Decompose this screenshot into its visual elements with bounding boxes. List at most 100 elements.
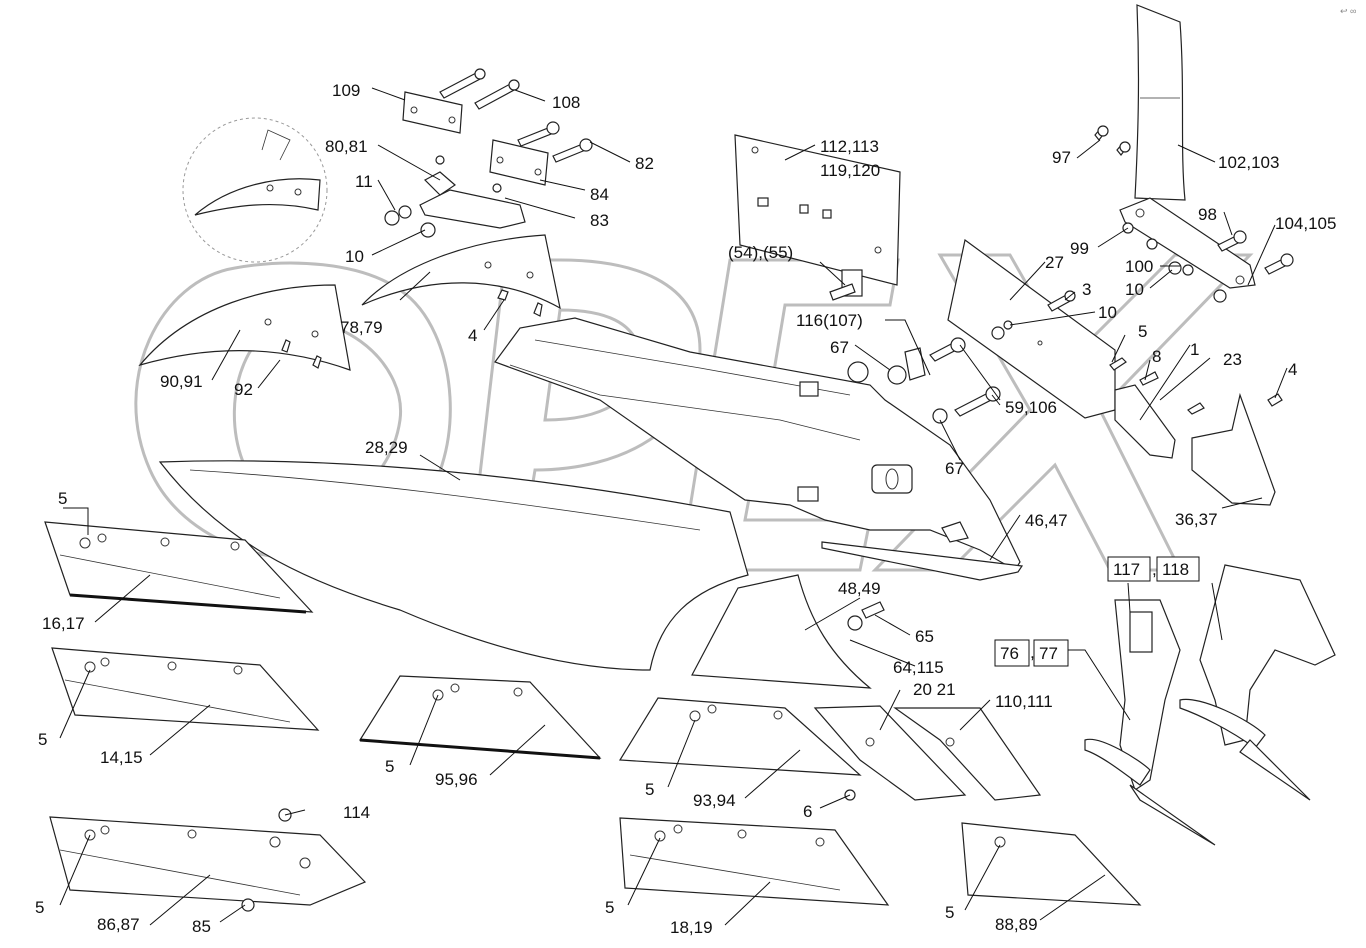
- plate-27: [947, 238, 1116, 419]
- callout-28-29: 28,29: [365, 438, 408, 457]
- clamp-80-81: [419, 155, 526, 229]
- callout-8: 8: [1152, 347, 1161, 366]
- bracket-116-107: [904, 347, 926, 381]
- bolts-98-nuts-99-100: [1122, 222, 1294, 303]
- callout-5-b: 5: [58, 489, 67, 508]
- tine-76: [1084, 599, 1216, 846]
- callout-85: 85: [192, 917, 211, 936]
- callout-102-103: 102,103: [1218, 153, 1279, 172]
- callout-4-b: 4: [1288, 360, 1297, 379]
- callout-104-105: 104,105: [1275, 214, 1336, 233]
- callout-labels: 109 108 80,81 82 11 84 83 10 78,79 4 90,…: [35, 81, 1336, 937]
- plate-112-113: [734, 134, 901, 286]
- share-18-19: [619, 817, 890, 906]
- bolts-5-8-4: [1109, 357, 1283, 415]
- callout-5-d: 5: [385, 757, 394, 776]
- callout-110-111: 110,111: [995, 692, 1053, 711]
- callout-36-37: 36,37: [1175, 510, 1218, 529]
- callout-112-113: 112,113: [820, 137, 879, 156]
- shin-102-103: [1134, 4, 1186, 201]
- callout-59-106: 59,106: [1005, 398, 1057, 417]
- bolts-3-10: [991, 290, 1076, 340]
- share-90-91: [138, 284, 351, 371]
- callout-6: 6: [803, 802, 812, 821]
- callout-5: 5: [1138, 322, 1147, 341]
- callout-97: 97: [1052, 148, 1071, 167]
- callout-5-f: 5: [35, 898, 44, 917]
- detail-circle: [182, 117, 328, 263]
- callout-93-94: 93,94: [693, 791, 736, 810]
- callout-10: 10: [345, 247, 364, 266]
- tine-77: [1179, 564, 1336, 801]
- callout-117: 117: [1113, 560, 1140, 579]
- callout-84: 84: [590, 185, 609, 204]
- callout-119-120: 119,120: [820, 161, 880, 180]
- callout-4: 4: [468, 326, 477, 345]
- callout-78-79: 78,79: [340, 318, 383, 337]
- callout-100: 100: [1125, 257, 1153, 276]
- bolts-97: [1094, 125, 1131, 156]
- share-95-96: [358, 675, 602, 760]
- points-20-21: [813, 705, 1042, 801]
- plate-84: [489, 139, 549, 186]
- callout-27: 27: [1045, 253, 1064, 272]
- callout-76: 76: [1000, 644, 1019, 663]
- plate-48-49: [691, 574, 885, 689]
- callout-54-55: (54),(55): [728, 243, 793, 262]
- callout-65: 65: [915, 627, 934, 646]
- share-88-89: [961, 822, 1142, 906]
- callout-1: 1: [1190, 340, 1199, 359]
- plow-body-frame: [494, 317, 1021, 571]
- callout-20-21: 20 21: [913, 680, 956, 699]
- callout-77: 77: [1039, 644, 1058, 663]
- bolts-59-106: [929, 337, 1001, 424]
- callout-67-b: 67: [945, 459, 964, 478]
- nuts-10-11: [384, 205, 436, 238]
- callout-48-49: 48,49: [838, 579, 881, 598]
- callout-80-81: 80,81: [325, 137, 368, 156]
- callout-46-47: 46,47: [1025, 511, 1068, 530]
- share-16-17: [44, 521, 314, 614]
- callout-116-107: 116(107): [796, 311, 863, 330]
- share-14-15: [51, 647, 320, 731]
- callout-83: 83: [590, 211, 609, 230]
- bolt-54-55: [829, 269, 863, 301]
- moldboard-28-29: [158, 460, 749, 671]
- share-86-87: [49, 808, 367, 912]
- label-box-118: [1156, 556, 1200, 582]
- callout-99: 99: [1070, 239, 1089, 258]
- callout-10-b: 10: [1125, 280, 1144, 299]
- bolts-108: [439, 68, 520, 110]
- callout-10-c: 10: [1098, 303, 1117, 322]
- callout-5-g: 5: [605, 898, 614, 917]
- label-box-77: [1033, 639, 1069, 667]
- plate-46-47: [821, 541, 1024, 581]
- callout-3: 3: [1082, 280, 1091, 299]
- label-box-117: [1107, 556, 1151, 582]
- callout-98: 98: [1198, 205, 1217, 224]
- svg-text:,: ,: [1030, 643, 1035, 662]
- bracket-36-37: [1191, 392, 1276, 506]
- callout-92: 92: [234, 380, 253, 399]
- plate-1: [1114, 384, 1176, 459]
- leader-lines: [59, 87, 1288, 926]
- callout-11: 11: [355, 172, 373, 191]
- callout-5-e: 5: [645, 780, 654, 799]
- corner-mark: ↩ ∞: [1340, 6, 1356, 16]
- callout-14-15: 14,15: [100, 748, 143, 767]
- callout-86-87: 86,87: [97, 915, 140, 934]
- callout-5-c: 5: [38, 730, 47, 749]
- bolts-82: [517, 121, 593, 163]
- label-box-76: [994, 639, 1030, 667]
- callout-82: 82: [635, 154, 654, 173]
- svg-text:,: ,: [1152, 560, 1157, 579]
- callout-109: 109: [332, 81, 360, 100]
- callout-90-91: 90,91: [160, 372, 203, 391]
- callout-118: 118: [1162, 560, 1189, 579]
- plate-109: [402, 91, 463, 134]
- callout-95-96: 95,96: [435, 770, 478, 789]
- bracket-104-105: [1119, 197, 1256, 289]
- callout-108: 108: [552, 93, 580, 112]
- callout-5-h: 5: [945, 903, 954, 922]
- callout-64-115: 64,115: [893, 658, 944, 677]
